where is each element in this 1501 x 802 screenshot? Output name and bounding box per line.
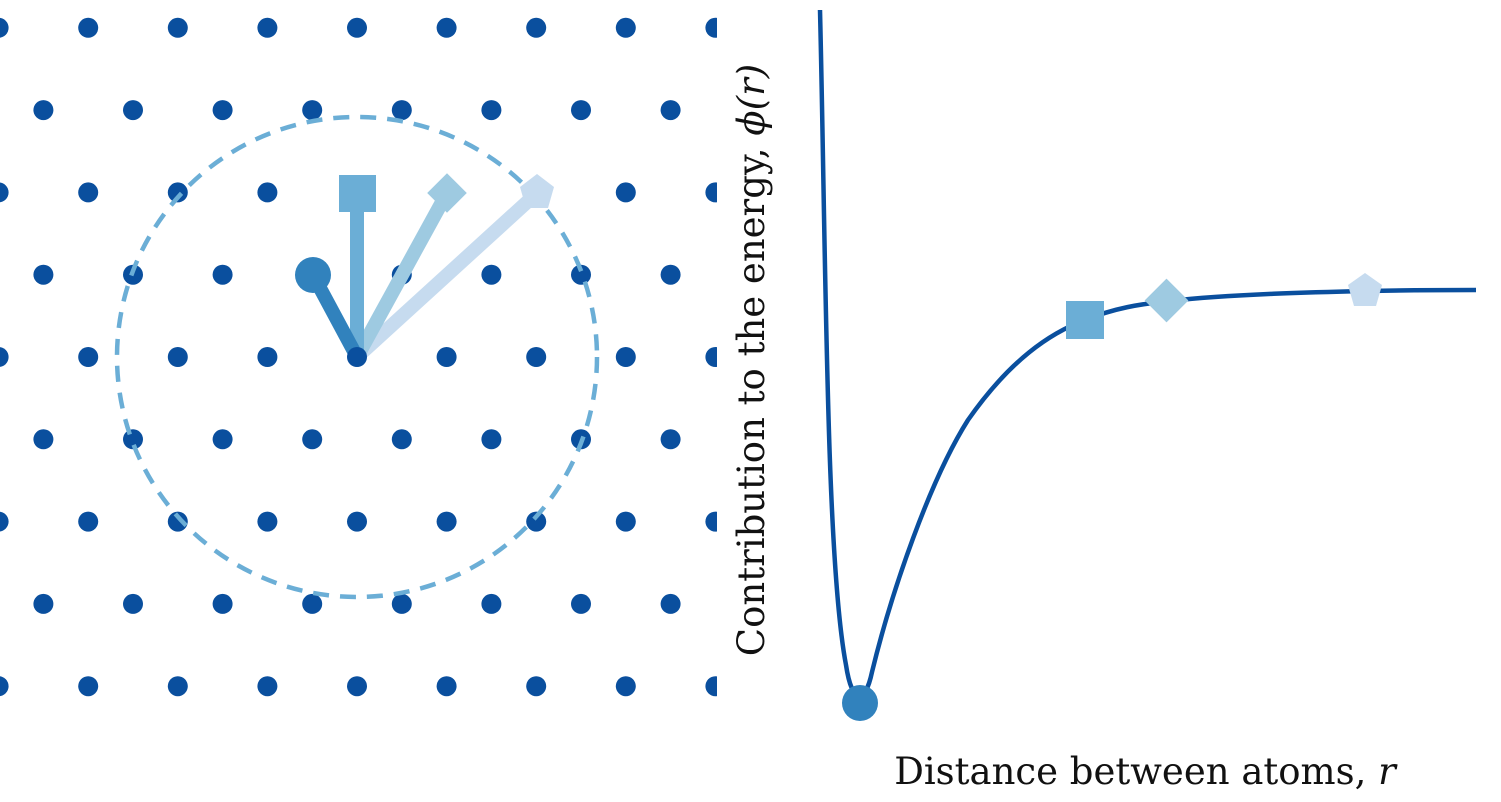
lattice-atom (33, 429, 54, 450)
lattice-atom (212, 100, 233, 121)
third-neighbor-bond (350, 189, 454, 361)
lattice-atom (212, 593, 233, 614)
lattice-atom (705, 511, 717, 532)
lattice-atom (347, 17, 367, 38)
fourth-neighbor-curve-marker (1348, 273, 1382, 306)
lattice-atom (526, 17, 547, 38)
lattice-atom (571, 100, 591, 121)
x-axis-label: Distance between atoms, r (894, 750, 1398, 793)
y-axis-label: Contribution to the energy, ϕ(r) (730, 64, 773, 656)
lattice-atom (33, 100, 54, 121)
lattice-atom (0, 676, 9, 697)
lattice-atom (167, 347, 188, 367)
lattice-atom (481, 100, 502, 121)
lattice-atom (391, 593, 412, 614)
lattice-atom (257, 676, 278, 697)
cutoff-radius-circle (114, 114, 600, 600)
lattice-atom (302, 429, 323, 450)
lattice-atom (615, 347, 636, 367)
lattice-atom (436, 17, 457, 38)
lattice-atom (436, 347, 457, 367)
lattice-atom (33, 593, 54, 614)
lattice-panel (0, 17, 717, 697)
second-neighbor-square-marker (339, 175, 376, 212)
lattice-atom (0, 182, 9, 203)
lattice-atom (257, 347, 278, 367)
lattice-atom (705, 17, 717, 38)
lattice-atom (78, 17, 99, 38)
lattice-atom (660, 100, 681, 121)
lattice-atom (481, 264, 502, 285)
lattice-atom (436, 676, 457, 697)
fourth-neighbor-pentagon-marker (520, 174, 554, 208)
fourth-neighbor-bond (352, 187, 542, 363)
lattice-atom (571, 264, 591, 285)
lattice-atom (302, 100, 323, 121)
lattice-atom (0, 17, 9, 38)
third-neighbor-curve-marker (1144, 278, 1189, 323)
second-neighbor-curve-marker (1066, 301, 1104, 339)
lattice-atom (167, 182, 188, 203)
potential-curve (817, 9, 1477, 699)
lattice-atom (33, 264, 54, 285)
lattice-atom (391, 429, 412, 450)
nearest-neighbor-circle-marker (295, 257, 331, 293)
lattice-atom (78, 676, 99, 697)
lattice-atom (167, 676, 188, 697)
lattice-atom (481, 593, 502, 614)
lattice-atom (571, 593, 591, 614)
lattice-atom (78, 347, 99, 367)
lattice-atom (212, 429, 233, 450)
lattice-atom (705, 347, 717, 367)
lattice-atom (615, 182, 636, 203)
lattice-atom (615, 511, 636, 532)
lattice-atom (257, 511, 278, 532)
lattice-atom (660, 264, 681, 285)
lattice-atom (526, 676, 547, 697)
lattice-atom (0, 347, 9, 367)
lattice-atom (167, 17, 188, 38)
lattice-atom (660, 593, 681, 614)
lattice-atom (481, 429, 502, 450)
lattice-atom (391, 100, 412, 121)
potential-plot: Distance between atoms, r Contribution t… (730, 9, 1477, 793)
lattice-atom (257, 17, 278, 38)
lattice-atom (660, 429, 681, 450)
central-atom (347, 347, 367, 367)
lattice-atom (257, 182, 278, 203)
lattice-atom (123, 593, 143, 614)
lattice-atom (615, 17, 636, 38)
lattice-atom (212, 264, 233, 285)
lattice-atom (123, 100, 143, 121)
lattice-atom (167, 511, 188, 532)
lattice-atom (436, 511, 457, 532)
lattice-atom (705, 182, 717, 203)
lattice-atom (78, 511, 99, 532)
lattice-atom (705, 676, 717, 697)
lattice-atom (347, 511, 367, 532)
lattice-atom (302, 593, 323, 614)
lattice-atom (347, 676, 367, 697)
nearest-neighbor-curve-marker (842, 685, 878, 721)
lattice-atom (615, 676, 636, 697)
lattice-atom (526, 511, 547, 532)
third-neighbor-diamond-marker (427, 173, 467, 213)
lattice-atom (0, 511, 9, 532)
lattice-atom (78, 182, 99, 203)
lattice-atom (526, 347, 547, 367)
